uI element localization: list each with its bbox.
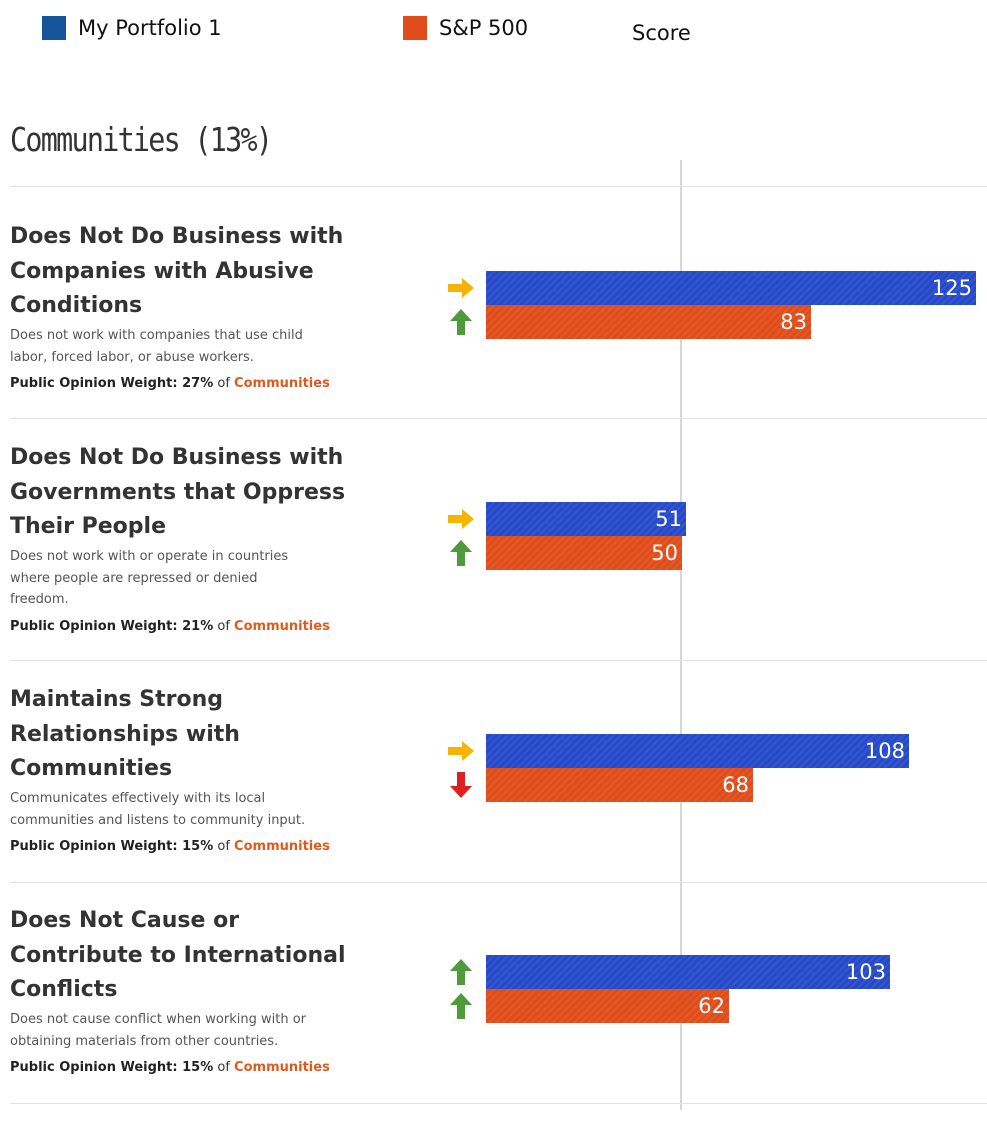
legend-item-portfolio: My Portfolio 1 bbox=[42, 16, 222, 40]
arrow-right-icon bbox=[444, 736, 478, 766]
metric-row: Does Not Cause or Contribute to Internati… bbox=[0, 904, 987, 1104]
benchmark-bar-value: 50 bbox=[651, 541, 678, 565]
weight-percent: 21% bbox=[182, 618, 214, 634]
arrow-down-icon bbox=[444, 770, 478, 800]
metric-description-line: freedom. bbox=[10, 592, 69, 607]
divider bbox=[10, 660, 987, 661]
metric-description-line: Communicates effectively with its local bbox=[10, 791, 266, 806]
communities-link[interactable]: Communities bbox=[234, 1060, 330, 1075]
public-opinion-weight: Public Opinion Weight: 27% of Communitie… bbox=[10, 376, 350, 391]
legend-label-portfolio: My Portfolio 1 bbox=[78, 16, 222, 40]
portfolio-bar-value: 125 bbox=[931, 276, 972, 300]
arrow-up-icon bbox=[444, 307, 478, 337]
benchmark-bar-value: 62 bbox=[698, 994, 725, 1018]
metric-title-line: Does Not Do Business with bbox=[10, 445, 344, 470]
weight-label: Public Opinion Weight: bbox=[10, 839, 183, 854]
weight-label: Public Opinion Weight: bbox=[10, 376, 183, 391]
metric-description-line: Does not work with or operate in countri… bbox=[10, 549, 289, 564]
weight-label: Public Opinion Weight: bbox=[10, 618, 183, 634]
communities-link[interactable]: Communities bbox=[234, 376, 330, 391]
arrow-up-icon bbox=[444, 957, 478, 987]
portfolio-bar: 108 bbox=[486, 734, 909, 768]
metric-description-line: Does not cause conflict when working wit… bbox=[10, 1012, 307, 1027]
benchmark-bar-value: 83 bbox=[780, 310, 807, 334]
benchmark-bar: 83 bbox=[486, 305, 811, 339]
legend-item-benchmark: S&P 500 bbox=[403, 16, 528, 40]
arrow-up-icon bbox=[444, 991, 478, 1021]
metric-title-line: Contribute to International bbox=[10, 942, 346, 968]
metric-description: Does not work with companies that use ch… bbox=[10, 325, 350, 368]
metric-title-line: Does Not Do Business with bbox=[10, 224, 344, 249]
divider bbox=[10, 418, 987, 419]
communities-link[interactable]: Communities bbox=[234, 839, 330, 854]
weight-percent: 27% bbox=[182, 376, 214, 391]
metric-title-line: Governments that Oppress bbox=[10, 479, 346, 505]
metric-description: Does not cause conflict when working wit… bbox=[10, 1009, 350, 1052]
portfolio-bar: 103 bbox=[486, 955, 890, 989]
metric-title-line: Maintains Strong bbox=[10, 687, 223, 712]
section-title: Communities (13%) bbox=[10, 120, 273, 159]
benchmark-bar: 68 bbox=[486, 768, 753, 802]
metric-title-line: Communities bbox=[10, 756, 173, 781]
arrow-right-icon bbox=[444, 273, 478, 303]
metric-description-line: Does not work with companies that use ch… bbox=[10, 328, 303, 343]
divider bbox=[10, 1103, 987, 1104]
metric-title-line: Their People bbox=[10, 514, 167, 539]
reference-line bbox=[680, 160, 682, 1110]
legend-score-label: Score bbox=[632, 21, 691, 45]
portfolio-bar-value: 103 bbox=[845, 960, 886, 984]
metric-title-line: Does Not Cause or bbox=[10, 908, 240, 933]
metric-title: Does Not Cause or Contribute to Internati… bbox=[10, 904, 370, 1008]
public-opinion-weight: Public Opinion Weight: 21% of Communitie… bbox=[10, 619, 350, 634]
metric-description-line: obtaining materials from other countries… bbox=[10, 1033, 279, 1049]
arrow-right-icon bbox=[444, 504, 478, 534]
portfolio-bar-value: 51 bbox=[655, 507, 682, 531]
metric-description-line: where people are repressed or denied bbox=[10, 570, 258, 586]
divider bbox=[10, 882, 987, 883]
metric-description: Does not work with or operate in countri… bbox=[10, 546, 350, 611]
portfolio-bar-value: 108 bbox=[864, 739, 905, 763]
legend-swatch-portfolio bbox=[42, 16, 66, 40]
divider bbox=[10, 186, 987, 187]
public-opinion-weight: Public Opinion Weight: 15% of Communitie… bbox=[10, 839, 350, 854]
weight-of: of bbox=[213, 376, 235, 391]
weight-label: Public Opinion Weight: bbox=[10, 1060, 183, 1075]
metric-title-line: Relationships with bbox=[10, 721, 240, 747]
metric-title-line: Conditions bbox=[10, 293, 143, 318]
legend-label-benchmark: S&P 500 bbox=[439, 16, 529, 40]
weight-of: of bbox=[213, 839, 235, 854]
weight-percent: 15% bbox=[182, 1060, 214, 1075]
arrow-up-icon bbox=[444, 538, 478, 568]
public-opinion-weight: Public Opinion Weight: 15% of Communitie… bbox=[10, 1060, 350, 1075]
metric-title-line: Companies with Abusive bbox=[10, 258, 314, 284]
legend-swatch-benchmark bbox=[403, 16, 427, 40]
portfolio-bar: 51 bbox=[486, 502, 686, 536]
metric-title-line: Conflicts bbox=[10, 977, 118, 1002]
weight-of: of bbox=[213, 1060, 235, 1075]
portfolio-bar: 125 bbox=[486, 271, 976, 305]
metric-description-line: labor, forced labor, or abuse workers. bbox=[10, 349, 254, 365]
metric-description-line: communities and listens to community inp… bbox=[10, 812, 306, 828]
weight-of: of bbox=[213, 618, 235, 634]
benchmark-bar: 50 bbox=[486, 536, 682, 570]
communities-link[interactable]: Communities bbox=[234, 618, 330, 634]
weight-percent: 15% bbox=[182, 839, 214, 854]
metric-description: Communicates effectively with its local c… bbox=[10, 788, 350, 831]
benchmark-bar-value: 68 bbox=[722, 773, 749, 797]
chart-legend: My Portfolio 1 S&P 500 Score bbox=[0, 16, 987, 50]
benchmark-bar: 62 bbox=[486, 989, 729, 1023]
